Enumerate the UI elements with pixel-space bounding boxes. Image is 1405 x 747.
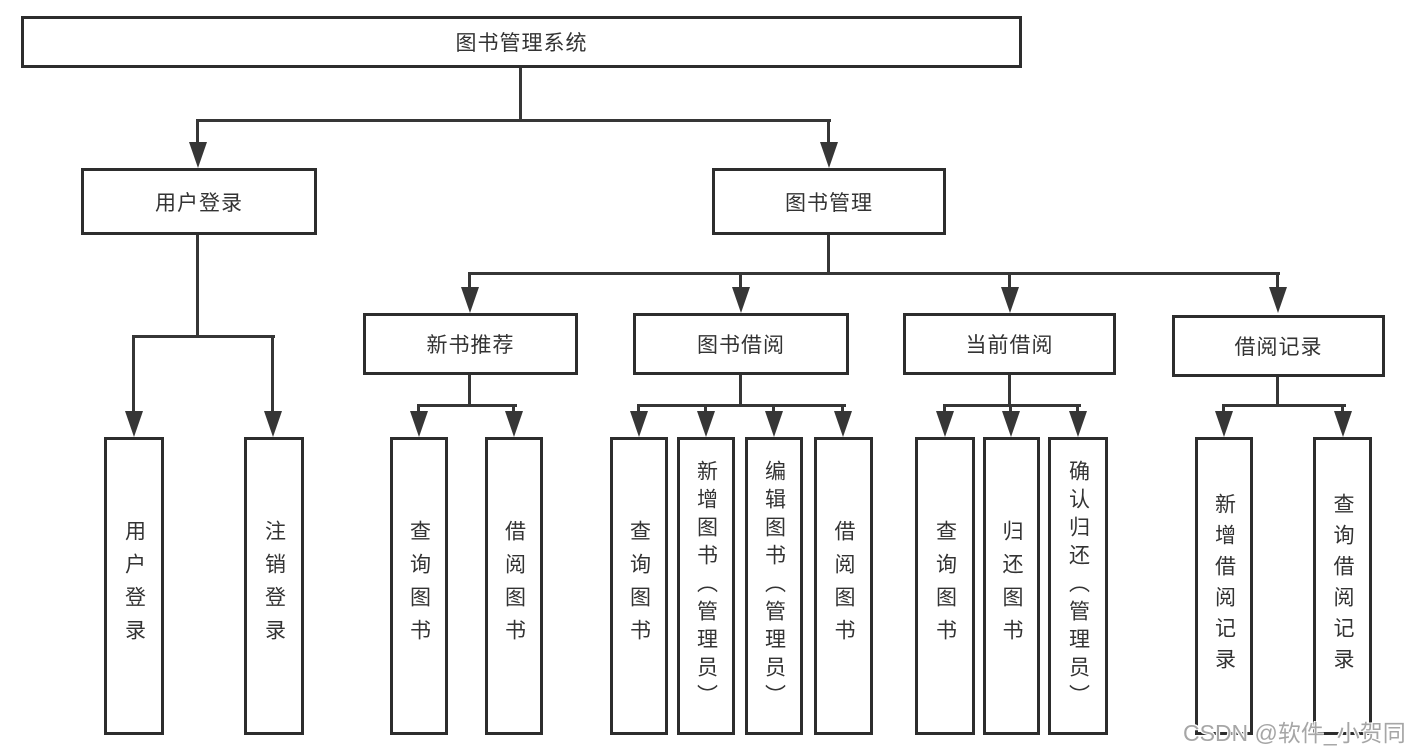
leaf-logout-label: 注销登录 — [262, 520, 286, 652]
node-current-borrow: 当前借阅 — [903, 313, 1116, 375]
arrow-down-icon — [1001, 287, 1019, 313]
connector-line — [772, 404, 775, 413]
leaf-logout: 注销登录 — [244, 437, 304, 735]
connector-line — [637, 404, 640, 413]
leaf-query-books-borrow: 查询图书 — [610, 437, 668, 735]
connector-line — [827, 235, 830, 275]
arrow-down-icon — [732, 287, 750, 313]
leaf-add-borrow-record: 新增借阅记录 — [1195, 437, 1253, 735]
node-book-borrow-label: 图书借阅 — [697, 334, 785, 357]
arrow-down-icon — [1334, 411, 1352, 437]
arrow-down-icon — [936, 411, 954, 437]
node-book-borrow: 图书借阅 — [633, 313, 849, 375]
leaf-query-books-recommend: 查询图书 — [390, 437, 448, 735]
leaf-query-borrow-record-label: 查询借阅记录 — [1331, 493, 1354, 679]
leaf-query-books-current: 查询图书 — [915, 437, 975, 735]
connector-line — [132, 337, 135, 412]
arrow-down-icon — [410, 411, 428, 437]
leaf-confirm-return-admin-label: 确认归还（管理员） — [1066, 460, 1090, 712]
connector-line — [827, 121, 830, 143]
arrow-down-icon — [697, 411, 715, 437]
connector-line — [1009, 404, 1012, 413]
connector-line — [468, 272, 1280, 275]
connector-line — [1222, 404, 1346, 407]
connector-line — [196, 119, 831, 122]
leaf-borrow-books-label: 借阅图书 — [832, 520, 855, 652]
arrow-down-icon — [765, 411, 783, 437]
connector-line — [132, 335, 275, 338]
leaf-return-book-label: 归还图书 — [1000, 520, 1023, 652]
leaf-user-login-label: 用户登录 — [122, 520, 146, 652]
node-book-management: 图书管理 — [712, 168, 946, 235]
node-user-login-label: 用户登录 — [155, 191, 243, 215]
leaf-query-books-borrow-label: 查询图书 — [627, 520, 651, 652]
arrow-down-icon — [1269, 287, 1287, 313]
node-borrow-records: 借阅记录 — [1172, 315, 1385, 377]
arrow-down-icon — [834, 411, 852, 437]
connector-line — [519, 68, 522, 121]
leaf-add-book-admin: 新增图书（管理员） — [677, 437, 735, 735]
connector-line — [196, 235, 199, 337]
node-current-borrow-label: 当前借阅 — [965, 334, 1054, 357]
connector-line — [704, 404, 707, 413]
arrow-down-icon — [189, 142, 207, 168]
connector-line — [468, 274, 471, 288]
connector-line — [1008, 274, 1011, 288]
connector-line — [739, 375, 742, 406]
leaf-add-book-admin-label: 新增图书（管理员） — [694, 460, 718, 712]
node-book-management-label: 图书管理 — [785, 191, 873, 215]
leaf-query-borrow-record: 查询借阅记录 — [1313, 437, 1372, 735]
leaf-edit-book-admin: 编辑图书（管理员） — [745, 437, 803, 735]
leaf-edit-book-admin-label: 编辑图书（管理员） — [762, 460, 786, 712]
connector-line — [417, 404, 517, 407]
node-user-login: 用户登录 — [81, 168, 317, 235]
connector-line — [943, 404, 946, 413]
connector-line — [512, 404, 515, 413]
connector-line — [841, 404, 844, 413]
leaf-confirm-return-admin: 确认归还（管理员） — [1048, 437, 1108, 735]
node-new-book-recommend-label: 新书推荐 — [426, 334, 515, 357]
watermark: CSDN @软件_小贺同学 — [1183, 720, 1405, 746]
leaf-add-borrow-record-label: 新增借阅记录 — [1212, 493, 1236, 679]
connector-line — [637, 404, 846, 407]
connector-line — [417, 404, 420, 413]
connector-line — [943, 404, 1081, 407]
connector-line — [1276, 274, 1279, 288]
leaf-return-book: 归还图书 — [983, 437, 1040, 735]
connector-line — [271, 337, 274, 412]
leaf-borrow-books-recommend-label: 借阅图书 — [502, 520, 526, 652]
connector-line — [1008, 375, 1011, 406]
arrow-down-icon — [461, 287, 479, 313]
connector-line — [1076, 404, 1079, 413]
arrow-down-icon — [264, 411, 282, 437]
leaf-query-books-current-label: 查询图书 — [933, 520, 957, 652]
arrow-down-icon — [505, 411, 523, 437]
leaf-user-login: 用户登录 — [104, 437, 164, 735]
node-root-label: 图书管理系统 — [455, 32, 588, 55]
arrow-down-icon — [125, 411, 143, 437]
arrow-down-icon — [1069, 411, 1087, 437]
connector-line — [1276, 377, 1279, 406]
connector-line — [1341, 404, 1344, 413]
arrow-down-icon — [630, 411, 648, 437]
leaf-query-books-recommend-label: 查询图书 — [407, 520, 431, 652]
arrow-down-icon — [1002, 411, 1020, 437]
node-new-book-recommend: 新书推荐 — [363, 313, 578, 375]
arrow-down-icon — [820, 142, 838, 168]
leaf-borrow-books: 借阅图书 — [814, 437, 873, 735]
connector-line — [468, 375, 471, 406]
connector-line — [739, 274, 742, 288]
connector-line — [1222, 404, 1225, 413]
node-root: 图书管理系统 — [21, 16, 1022, 68]
arrow-down-icon — [1215, 411, 1233, 437]
node-borrow-records-label: 借阅记录 — [1234, 336, 1323, 359]
leaf-borrow-books-recommend: 借阅图书 — [485, 437, 543, 735]
connector-line — [196, 121, 199, 143]
